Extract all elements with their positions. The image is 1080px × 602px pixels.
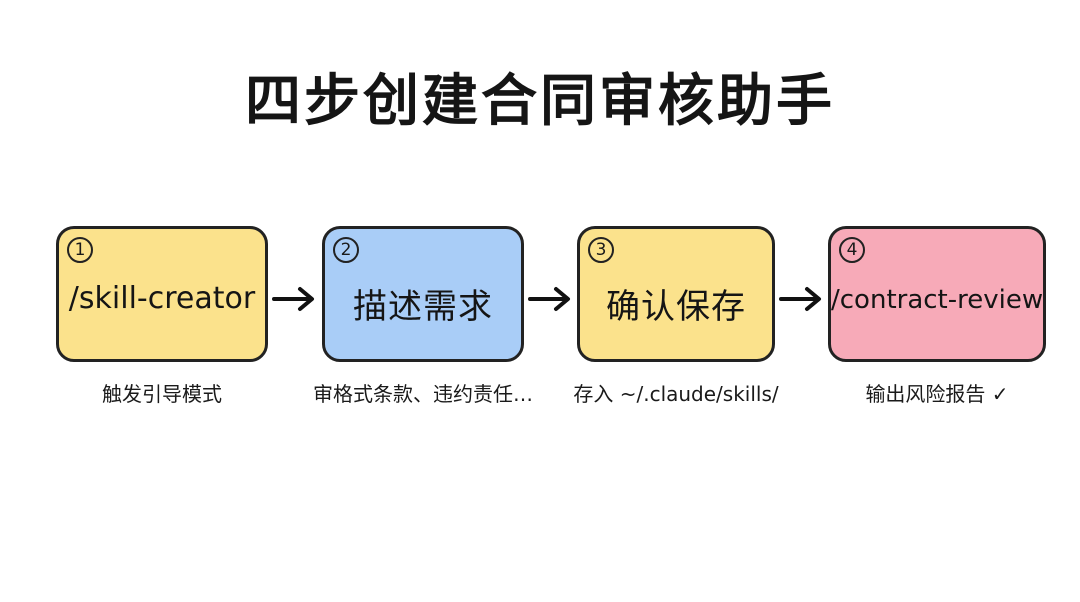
step-1-box: 1 /skill-creator: [56, 226, 268, 362]
step-4-label: /contract-review: [831, 285, 1044, 315]
step-1-caption: 触发引导模式: [102, 382, 222, 406]
step-2-label: 描述需求: [353, 287, 493, 327]
step-2-box: 2 描述需求: [322, 226, 524, 362]
step-4-box: 4 /contract-review: [828, 226, 1046, 362]
arrow-right-icon: [528, 287, 570, 311]
step-1-label: /skill-creator: [68, 281, 256, 316]
step-4-caption: 输出风险报告 ✓: [865, 382, 1009, 406]
step-3-number: 3: [588, 237, 614, 263]
step-3-caption: 存入 ~/.claude/skills/: [573, 382, 779, 406]
step-3-label: 确认保存: [606, 287, 746, 327]
step-2-caption: 审格式条款、违约责任…: [313, 382, 533, 406]
arrow-right-icon: [779, 287, 821, 311]
step-3-box: 3 确认保存: [577, 226, 775, 362]
step-4-number: 4: [839, 237, 865, 263]
arrow-right-icon: [272, 287, 314, 311]
page-title: 四步创建合同审核助手: [245, 69, 835, 134]
step-1-number: 1: [67, 237, 93, 263]
step-2-number: 2: [333, 237, 359, 263]
